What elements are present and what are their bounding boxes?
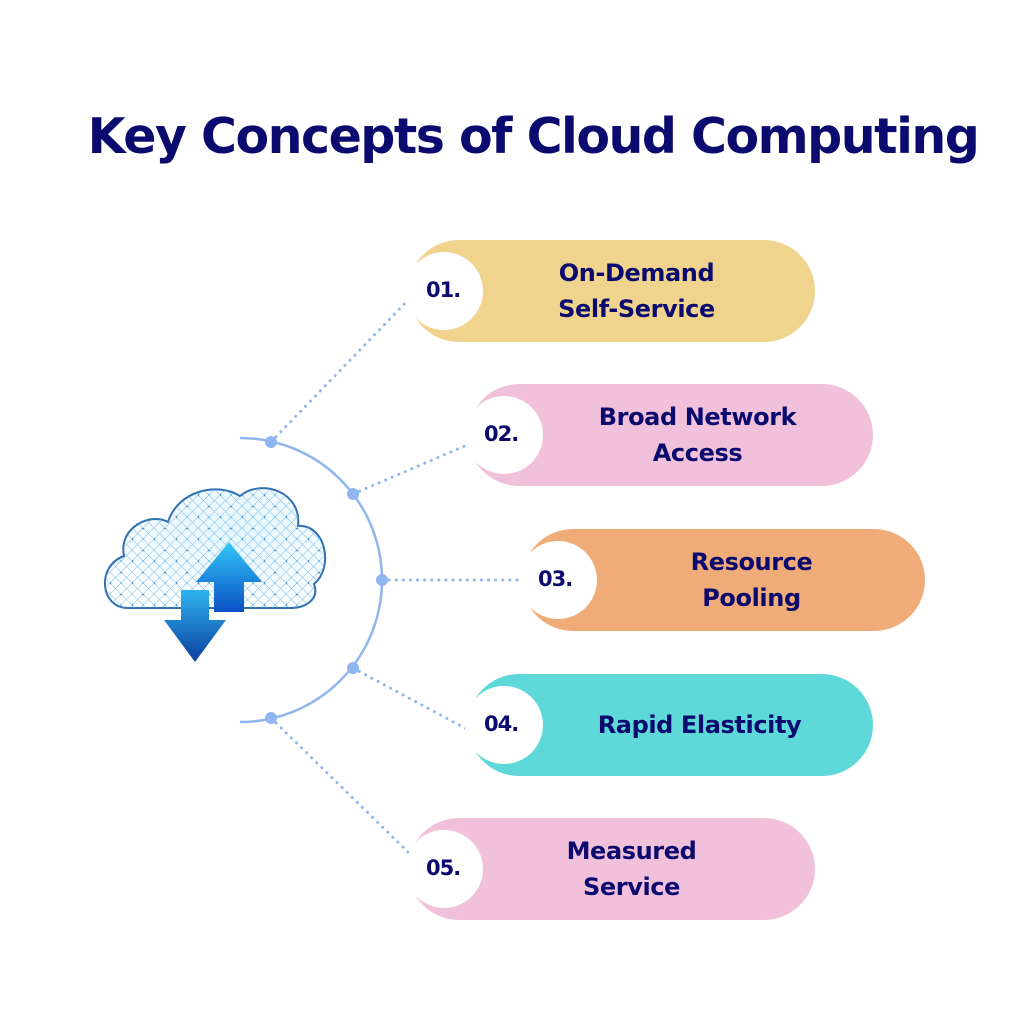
pill-notch [405,830,483,908]
arc-node [265,436,277,448]
concept-number: 03. [538,567,573,591]
concept-pill-04: 04. Rapid Elasticity [465,674,873,776]
arc-node [376,574,388,586]
connector-01 [269,294,414,444]
upload-arrow-icon [196,542,262,612]
connector-lines [269,294,530,858]
arc-nodes [265,436,388,724]
arc-node [265,712,277,724]
connector-04 [351,666,476,735]
arc-node [347,488,359,500]
arc-node [347,662,359,674]
concept-label: Rapid Elasticity [597,711,802,739]
connector-02 [351,440,476,496]
pill-notch [519,541,597,619]
pill-notch [465,396,543,474]
pill-notch [405,252,483,330]
concept-number: 05. [426,856,461,880]
download-arrow-icon [164,590,226,662]
page-title: Key Concepts of Cloud Computing [87,108,980,165]
cloud-network-icon [104,487,327,609]
concept-number: 04. [484,712,519,736]
pill-notch [465,686,543,764]
connector-05 [269,716,414,858]
concept-number: 02. [484,422,519,446]
concept-number: 01. [426,278,461,302]
